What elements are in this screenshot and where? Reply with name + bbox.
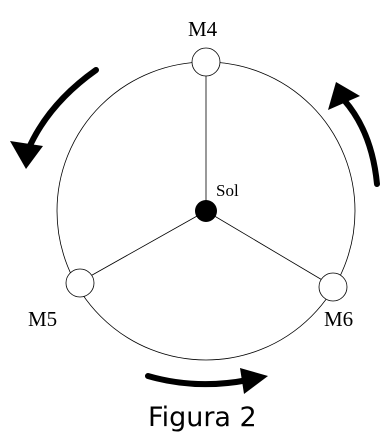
rotation-arrow-right: [328, 82, 380, 187]
planet-m5: [65, 268, 95, 298]
sun-label: Sol: [216, 181, 239, 200]
figure-caption: Figura 2: [148, 402, 257, 433]
planet-label-m6: M6: [324, 307, 353, 331]
rotation-arrow-left: [10, 67, 99, 169]
sun: [195, 200, 217, 222]
planet-m6: [318, 272, 348, 302]
rotation-arrow-bottom: [145, 368, 268, 394]
spoke-m6: [205, 210, 335, 288]
planet-m4: [191, 47, 221, 77]
planet-label-m4: M4: [188, 17, 218, 41]
spoke-m5: [77, 210, 207, 284]
planet-label-m5: M5: [28, 307, 57, 331]
